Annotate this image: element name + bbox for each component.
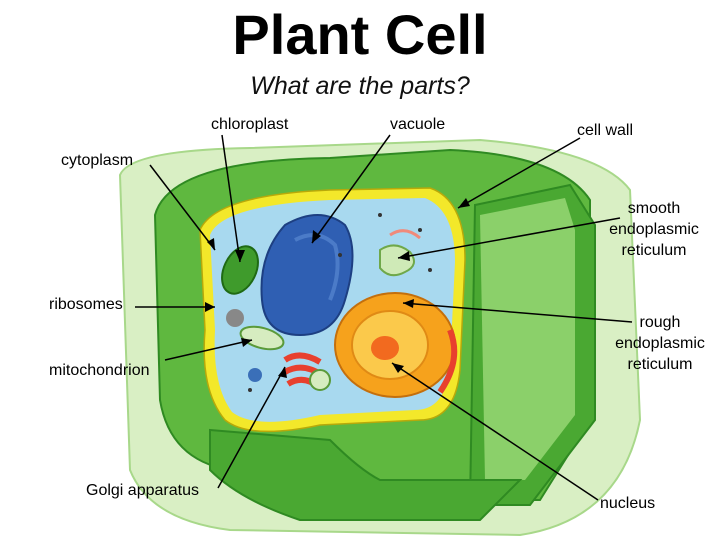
label-rough-er-line2: endoplasmic <box>615 335 705 352</box>
page-subtitle: What are the parts? <box>250 72 470 100</box>
label-rough-er-line1: rough <box>639 314 681 331</box>
label-smooth-er-line1: smooth <box>627 200 681 217</box>
label-nucleus: nucleus <box>600 495 656 512</box>
vacuole-shape <box>260 214 354 337</box>
label-ribosomes: ribosomes <box>49 296 123 313</box>
ribosome-dot <box>226 309 244 327</box>
pointer-vacuole <box>311 134 391 244</box>
pointer-smooth-er <box>397 217 621 259</box>
label-smooth-er: smooth endoplasmic reticulum <box>598 198 710 261</box>
mitochondrion-shape <box>239 325 285 351</box>
pointer-chloroplast <box>221 134 241 263</box>
pointer-cytoplasm <box>149 164 216 251</box>
page-title: Plant Cell <box>232 3 488 66</box>
cell-wall-front <box>209 428 523 521</box>
pointer-mitochondrion <box>164 339 253 361</box>
chloroplast-shape <box>221 245 259 295</box>
label-cytoplasm: cytoplasm <box>61 152 134 169</box>
label-chloroplast: chloroplast <box>211 116 289 133</box>
label-rough-er-line3: reticulum <box>627 356 693 373</box>
pointer-arrowheads <box>205 198 470 378</box>
pointer-nucleus <box>391 362 599 501</box>
label-cell-wall: cell wall <box>577 122 634 139</box>
pointer-golgi <box>217 366 286 489</box>
cell-wall-face <box>480 198 575 480</box>
label-vacuole: vacuole <box>390 116 446 133</box>
label-mitochondrion: mitochondrion <box>49 362 150 379</box>
label-golgi-apparatus: Golgi apparatus <box>86 482 199 499</box>
smooth-er-shape <box>379 244 415 277</box>
label-smooth-er-line2: endoplasmic <box>609 221 699 238</box>
label-rough-er: rough endoplasmic reticulum <box>604 312 716 375</box>
pointer-cell-wall <box>457 137 581 209</box>
pointer-rough-er <box>402 302 633 323</box>
label-smooth-er-line3: reticulum <box>621 242 687 259</box>
pointer-lines <box>135 134 633 501</box>
